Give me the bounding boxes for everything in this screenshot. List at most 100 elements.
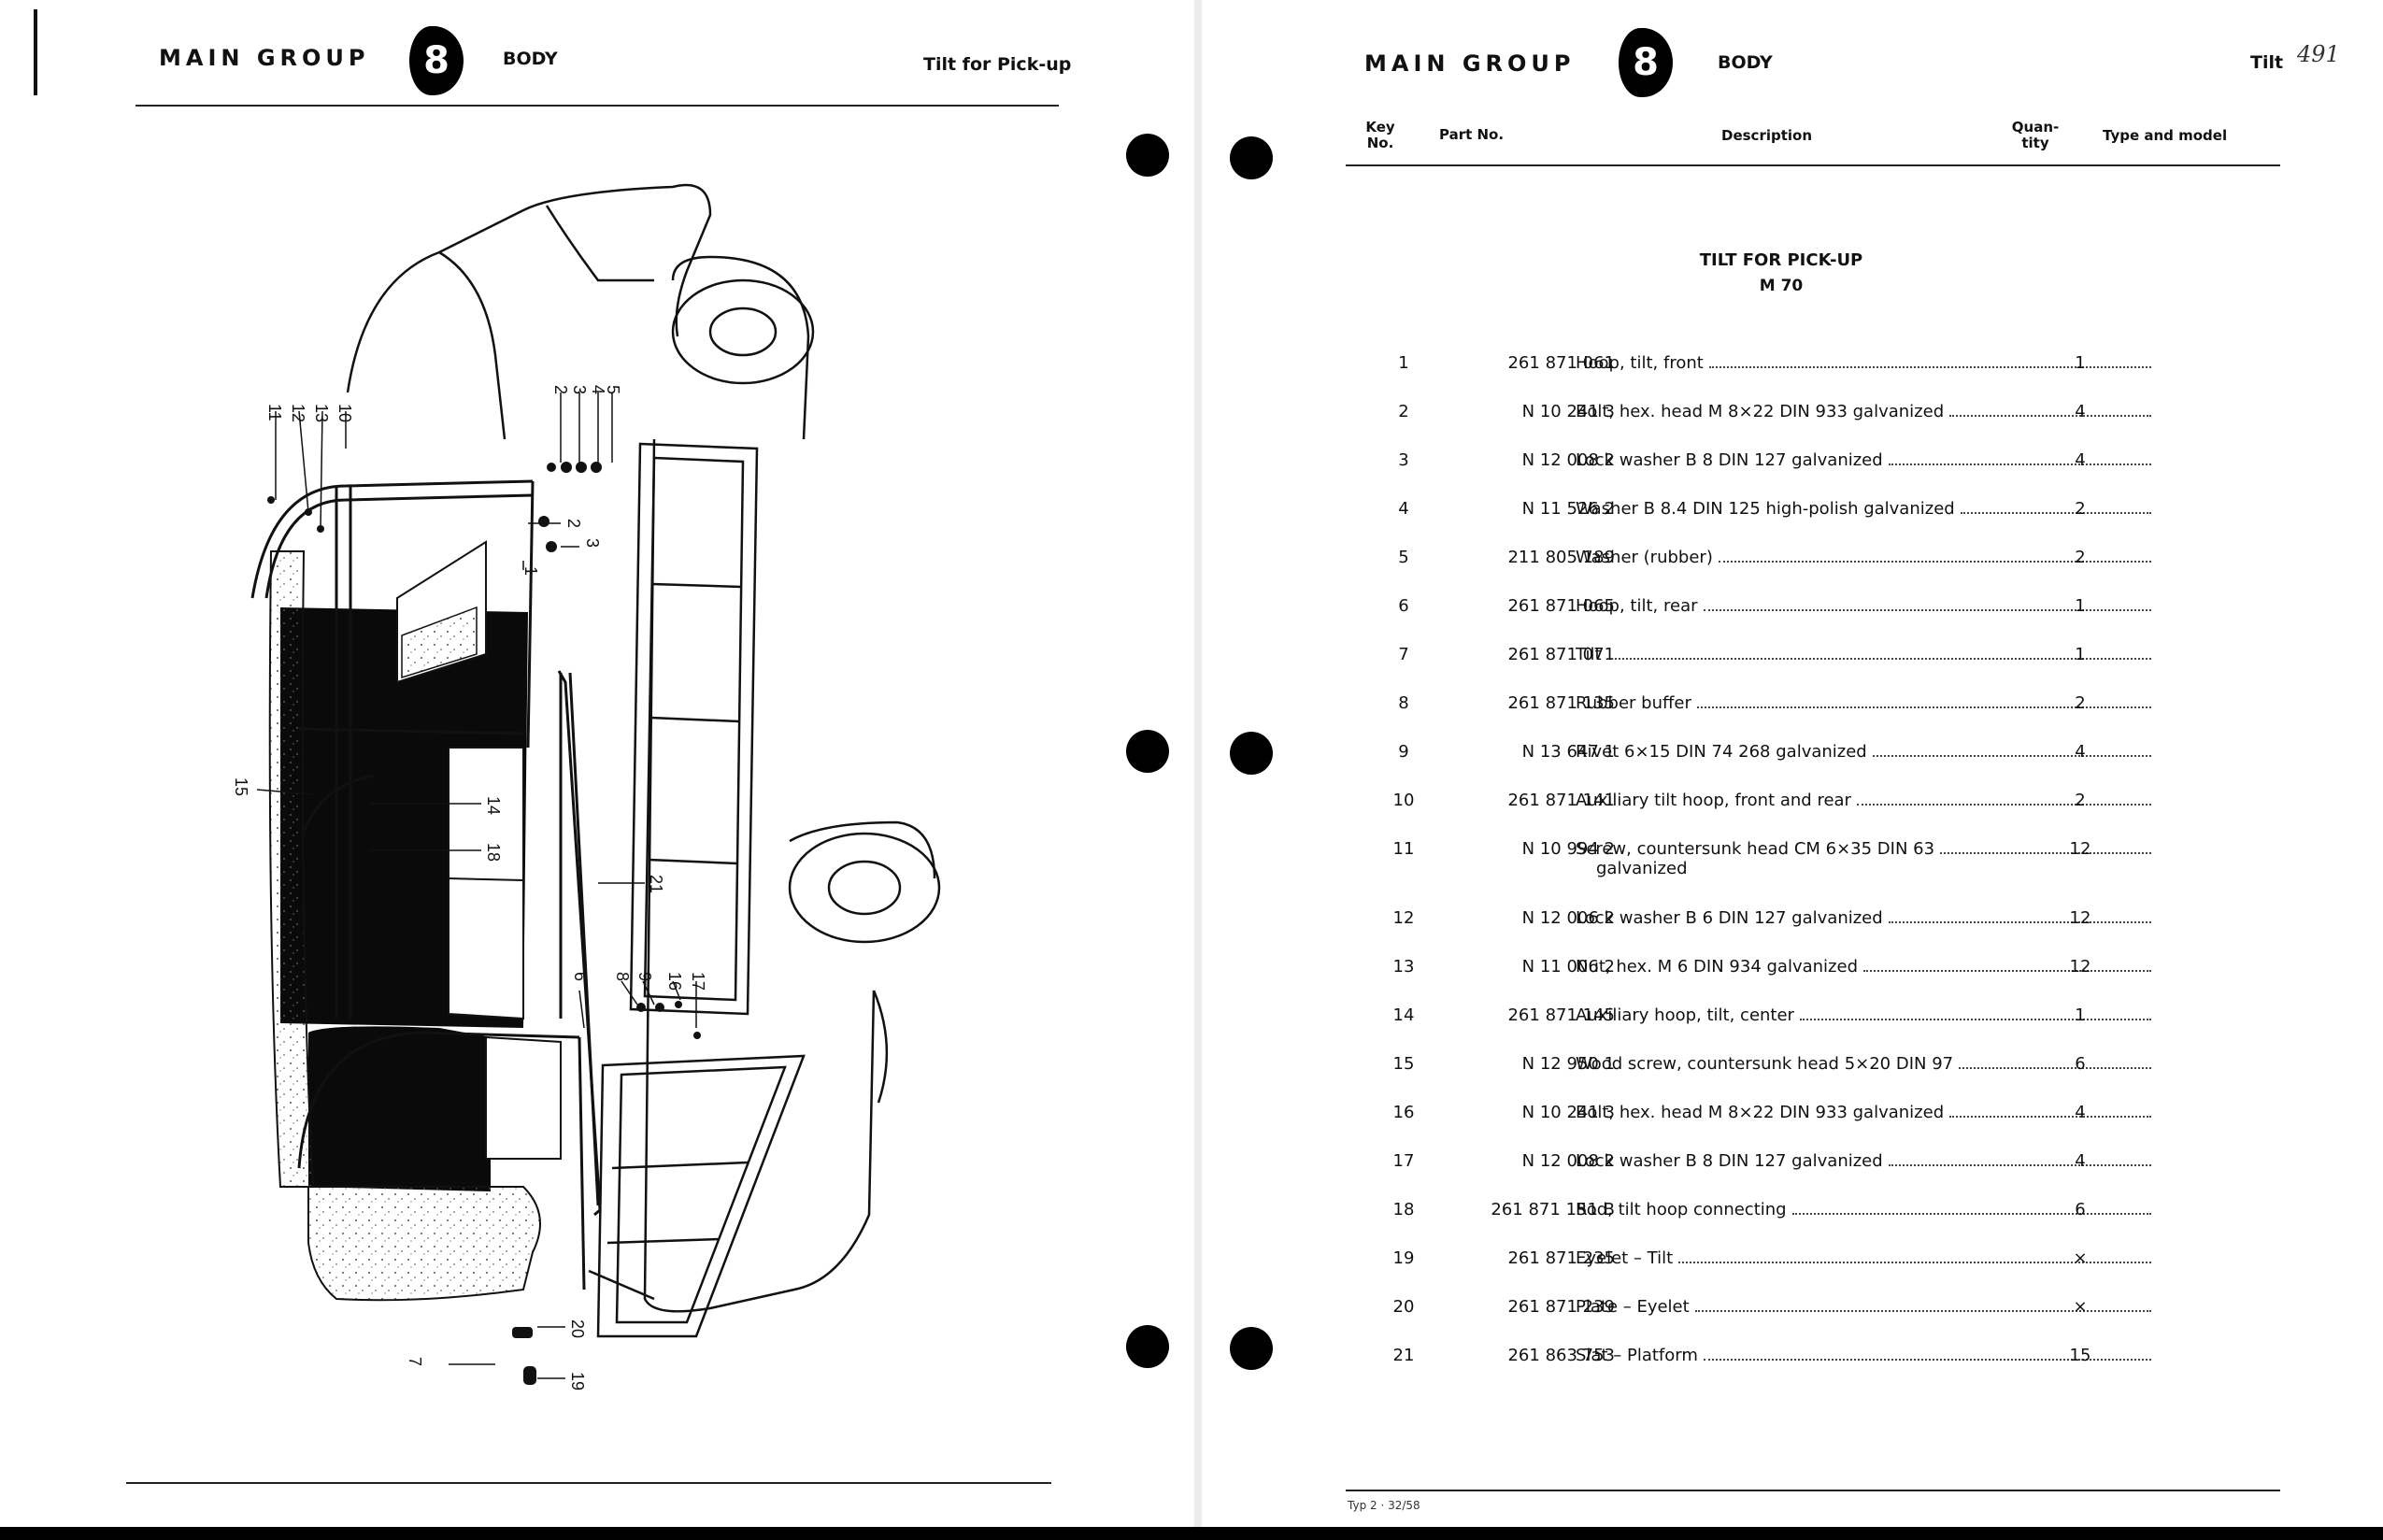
description: Auxiliary tilt hoop, front and rear — [1576, 791, 2155, 810]
description: Eyelet – Tilt — [1576, 1248, 2155, 1268]
description: Wood screw, countersunk head 5×20 DIN 97 — [1576, 1054, 2155, 1074]
part-number: 261 871 239 — [1507, 1297, 1615, 1317]
part-number: N 12 008 2 — [1521, 1151, 1615, 1171]
description: Rod, tilt hoop connecting — [1576, 1200, 2155, 1219]
leader-dots — [1872, 755, 2151, 757]
description: Bolt, hex. head M 8×22 DIN 933 galvanize… — [1576, 1103, 2155, 1122]
description: Hoop, tilt, rear — [1576, 596, 2155, 616]
part-number: N 12 006 2 — [1521, 908, 1615, 928]
description: Washer B 8.4 DIN 125 high-polish galvani… — [1576, 499, 2155, 519]
description-text: Hoop, tilt, rear — [1576, 596, 1698, 616]
description-text: Washer B 8.4 DIN 125 high-polish galvani… — [1576, 499, 1955, 519]
key-number: 4 — [1398, 499, 1409, 519]
key-number: 3 — [1398, 450, 1409, 470]
binder-hole — [1126, 1325, 1169, 1368]
callout-label: 3 — [570, 385, 589, 394]
description-text: Rivet 6×15 DIN 74 268 galvanized — [1576, 742, 1867, 762]
description: Lock washer B 8 DIN 127 galvanized — [1576, 1151, 2155, 1171]
part-number: 261 871 141 — [1507, 791, 1615, 810]
leader-lines — [256, 392, 697, 1379]
handwritten-page-number: 491 — [2297, 41, 2340, 67]
description-text: Plate – Eyelet — [1576, 1297, 1690, 1317]
description-text: Hoop, tilt, front — [1576, 353, 1704, 373]
callout-label: 15 — [232, 777, 250, 796]
description: Rivet 6×15 DIN 74 268 galvanized — [1576, 742, 2155, 762]
column-header-quantity: Quan- tity — [2011, 119, 2060, 151]
column-header-type-and-model: Type and model — [2103, 127, 2228, 144]
callout-label: 20 — [568, 1319, 587, 1338]
callout-label: 1 — [521, 566, 540, 576]
quantity: 4 — [2075, 450, 2086, 470]
quantity: 4 — [2075, 1151, 2086, 1171]
callout-label: 6 — [571, 972, 590, 981]
leader-dots — [1678, 1262, 2151, 1263]
part-number: 261 871 071 — [1507, 645, 1615, 664]
key-number: 15 — [1392, 1054, 1415, 1074]
part-number: N 10 994 2 — [1521, 839, 1615, 859]
key-number: 11 — [1392, 839, 1415, 859]
page-edge-mark — [34, 9, 37, 95]
description-text: Rubber buffer — [1576, 693, 1691, 713]
part-number: 261 871 235 — [1507, 1248, 1615, 1268]
leader-dots — [1863, 970, 2151, 972]
part-number: 261 871 151 B — [1491, 1200, 1615, 1219]
part-number: N 13 647 1 — [1521, 742, 1615, 762]
callout-label: 16 — [665, 972, 684, 991]
footer-code: Typ 2 · 32/58 — [1348, 1499, 1420, 1512]
description-text: Bolt, hex. head M 8×22 DIN 933 galvanize… — [1576, 1103, 1945, 1122]
leader-dots — [1708, 366, 2151, 368]
right-page: MAIN GROUP 8 BODY Tilt 491 Key No. Part … — [1202, 0, 2383, 1540]
column-header-part-no: Part No. — [1439, 126, 1505, 143]
part-number: 261 871 061 — [1507, 353, 1615, 373]
part-number: 211 805 189 — [1507, 548, 1615, 567]
leader-dots — [1606, 658, 2151, 660]
column-header-rule — [1346, 164, 2280, 166]
leader-dots — [1703, 609, 2151, 611]
key-number: 18 — [1392, 1200, 1415, 1219]
main-group-label: MAIN GROUP — [159, 45, 370, 71]
vehicle-outline — [346, 183, 941, 1313]
callout-label: 8 — [613, 972, 632, 981]
page-title: Tilt for Pick-up — [923, 54, 1072, 75]
callout-label: 2 — [551, 385, 570, 394]
quantity: × — [2073, 1248, 2088, 1268]
description: Auxiliary hoop, tilt, center — [1576, 1005, 2155, 1025]
quantity: 6 — [2075, 1054, 2086, 1074]
group-number-badge: 8 — [409, 26, 464, 95]
leader-dots — [1940, 852, 2151, 854]
footer-rule — [1346, 1490, 2280, 1491]
key-number: 16 — [1392, 1103, 1415, 1122]
callout-label: 3 — [583, 538, 602, 548]
leader-dots — [1696, 706, 2151, 708]
leader-dots — [1888, 1164, 2151, 1166]
quantity: 2 — [2075, 693, 2086, 713]
leader-dots — [1799, 1019, 2151, 1020]
description: Lock washer B 8 DIN 127 galvanized — [1576, 450, 2155, 470]
hardware-parts — [267, 462, 701, 1385]
part-number: N 12 008 2 — [1521, 450, 1615, 470]
description-text: Washer (rubber) — [1576, 548, 1713, 567]
binder-hole — [1230, 1327, 1273, 1370]
description: Lock washer B 6 DIN 127 galvanized — [1576, 908, 2155, 928]
part-number: N 10 241 3 — [1521, 1103, 1615, 1122]
section-model: M 70 — [1759, 277, 1804, 295]
quantity: 15 — [2069, 1346, 2091, 1365]
callout-label: 17 — [689, 972, 707, 991]
quantity: 12 — [2069, 839, 2091, 859]
key-number: 14 — [1392, 1005, 1415, 1025]
tilt-hoops — [250, 479, 602, 1290]
quantity: 6 — [2075, 1200, 2086, 1219]
quantity: 12 — [2069, 908, 2091, 928]
leader-dots — [1791, 1213, 2151, 1215]
description-text: Screw, countersunk head CM 6×35 DIN 63 — [1576, 839, 1935, 859]
quantity: 12 — [2069, 957, 2091, 977]
description-text: Lock washer B 8 DIN 127 galvanized — [1576, 450, 1883, 470]
part-number: 261 863 753 — [1507, 1346, 1615, 1365]
quantity: 4 — [2075, 1103, 2086, 1122]
quantity: 4 — [2075, 742, 2086, 762]
callout-label: 14 — [484, 796, 503, 815]
description-continued: galvanized — [1596, 859, 1688, 878]
group-number-badge: 8 — [1619, 28, 1673, 97]
key-number: 8 — [1398, 693, 1409, 713]
leader-dots — [1856, 804, 2151, 806]
